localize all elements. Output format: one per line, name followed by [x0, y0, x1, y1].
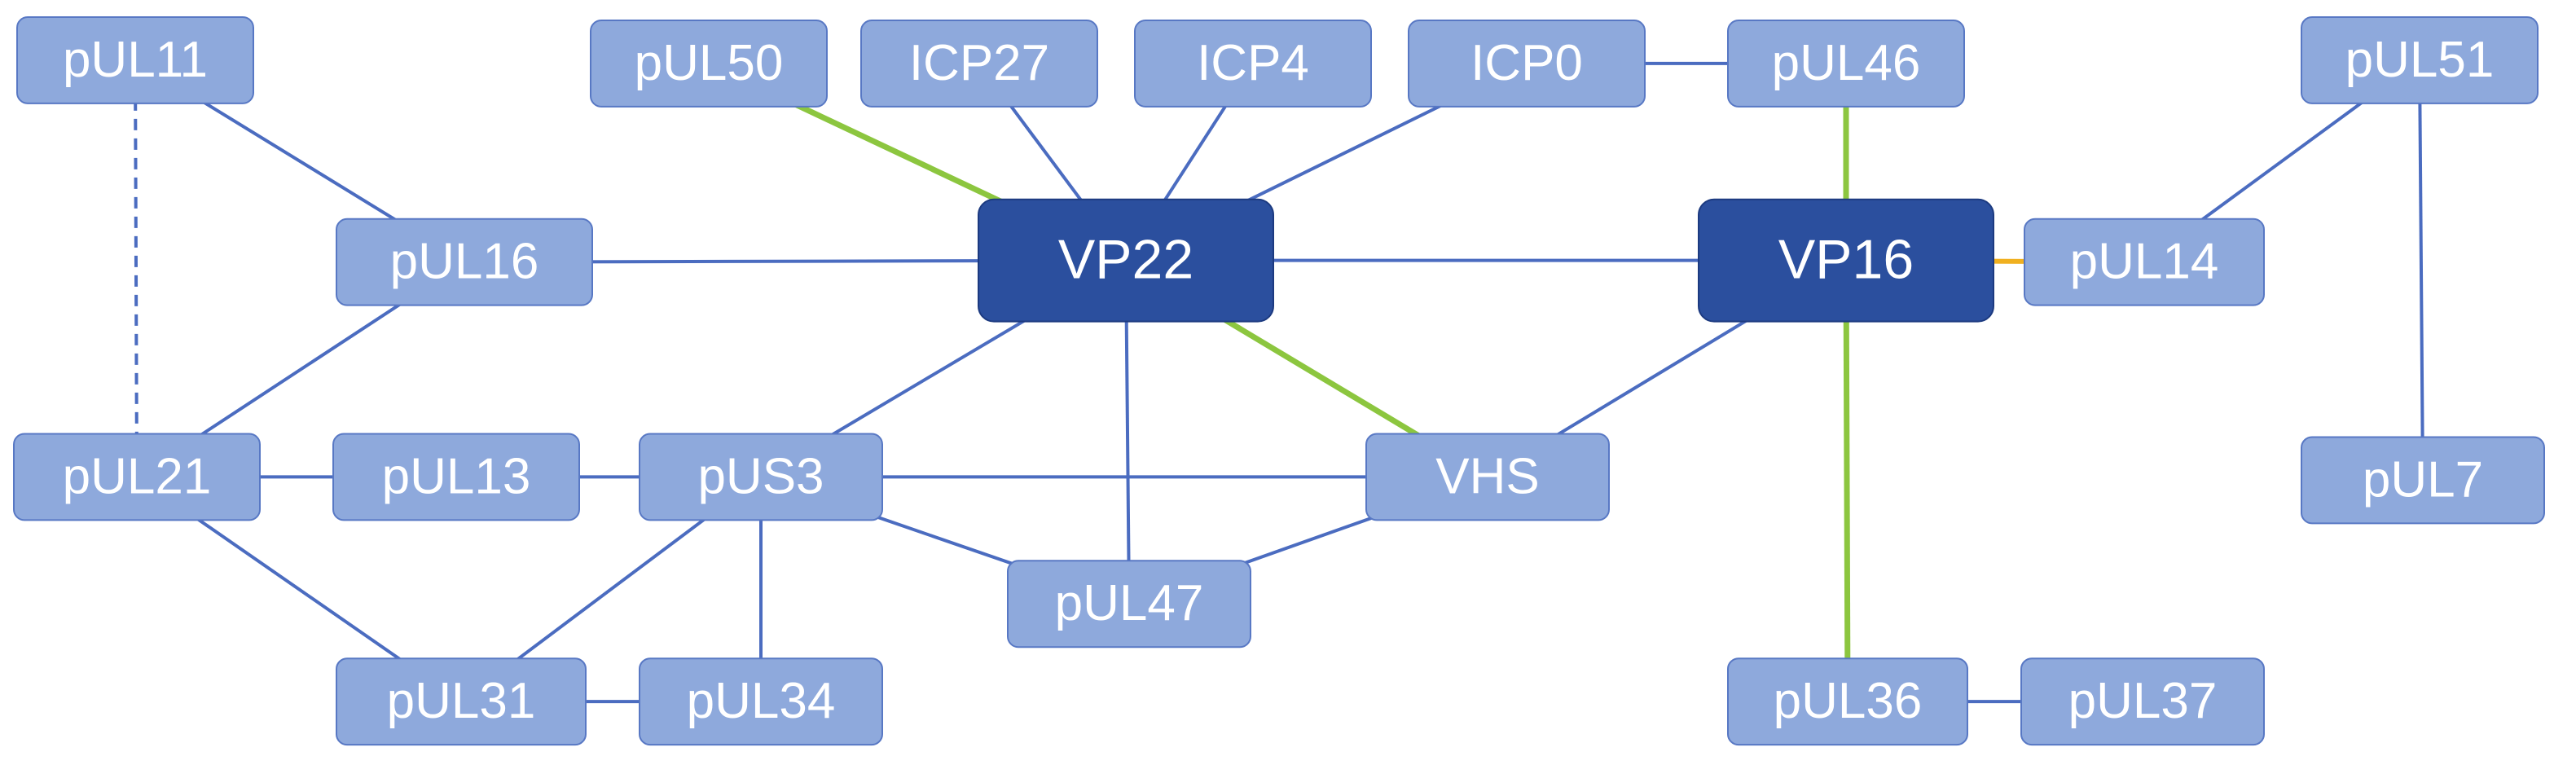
node-pUL34[interactable]: pUL34 [639, 657, 883, 746]
node-label: pUL37 [2068, 672, 2218, 730]
node-VP16[interactable]: VP16 [1698, 198, 1994, 323]
node-label: pUL21 [62, 447, 212, 505]
node-label: pUL14 [2069, 232, 2219, 290]
node-pUL47[interactable]: pUL47 [1007, 560, 1251, 648]
node-label: ICP27 [908, 33, 1050, 91]
edge-VP16-pUL36 [1843, 260, 1851, 702]
node-pUL36[interactable]: pUL36 [1727, 657, 1968, 746]
node-label: pUL47 [1054, 574, 1204, 632]
node-label: pUL31 [386, 672, 536, 730]
node-label: ICP0 [1470, 33, 1583, 91]
node-pUL13[interactable]: pUL13 [332, 433, 580, 521]
node-label: pUL7 [2362, 451, 2484, 508]
node-label: pUL51 [2345, 30, 2495, 88]
node-pUL37[interactable]: pUL37 [2020, 657, 2265, 746]
node-VHS[interactable]: VHS [1365, 433, 1610, 521]
node-ICP4[interactable]: ICP4 [1134, 19, 1372, 108]
node-label: ICP4 [1197, 33, 1309, 91]
node-label: pUS3 [697, 447, 824, 505]
node-label: VP22 [1057, 228, 1194, 291]
node-pUL46[interactable]: pUL46 [1727, 19, 1965, 108]
edge-pUL51-pUL7 [2418, 59, 2424, 481]
node-VP22[interactable]: VP22 [978, 198, 1274, 323]
node-label: pUL50 [634, 33, 784, 91]
node-label: pUL34 [686, 672, 836, 730]
node-pUL21[interactable]: pUL21 [13, 433, 261, 521]
node-label: pUL16 [389, 232, 539, 290]
node-pUL11[interactable]: pUL11 [16, 15, 254, 104]
node-ICP0[interactable]: ICP0 [1408, 19, 1646, 108]
node-pUS3[interactable]: pUS3 [639, 433, 883, 521]
node-label: VP16 [1778, 228, 1914, 291]
node-label: pUL13 [381, 447, 531, 505]
node-pUL31[interactable]: pUL31 [336, 657, 587, 746]
node-pUL14[interactable]: pUL14 [2024, 218, 2265, 306]
node-label: pUL36 [1773, 672, 1923, 730]
node-pUL16[interactable]: pUL16 [336, 218, 593, 306]
node-ICP27[interactable]: ICP27 [860, 19, 1098, 108]
node-pUL7[interactable]: pUL7 [2301, 436, 2545, 525]
edge-pUL11-pUL21 [134, 59, 138, 477]
node-pUL50[interactable]: pUL50 [590, 19, 828, 108]
node-label: pUL11 [62, 30, 209, 88]
node-pUL51[interactable]: pUL51 [2301, 15, 2539, 104]
node-label: VHS [1435, 447, 1540, 505]
node-label: pUL46 [1771, 33, 1921, 91]
